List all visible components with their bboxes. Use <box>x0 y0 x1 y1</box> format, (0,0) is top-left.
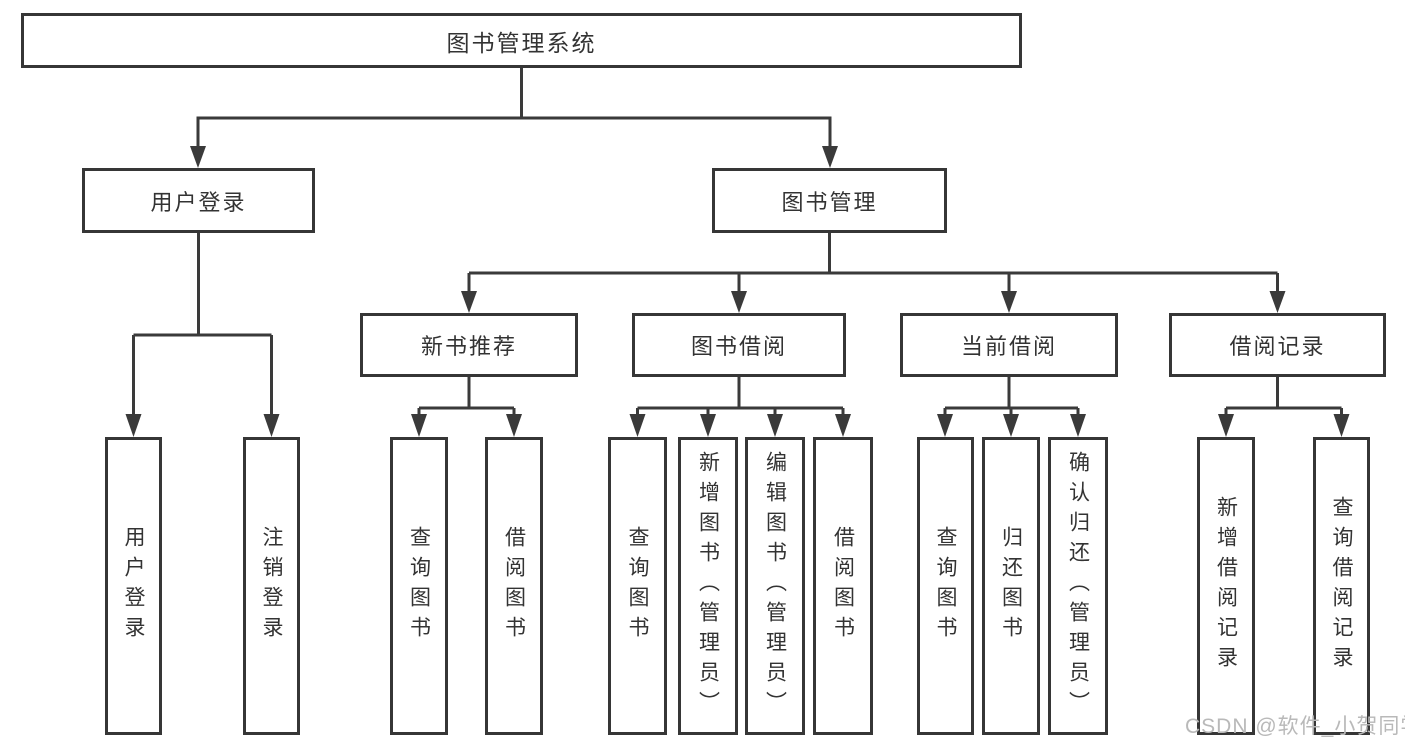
leaf-user-login-label: 用户登录 <box>122 526 145 646</box>
leaf-bb-borrow-book: 借阅图书 <box>813 437 873 735</box>
leaf-bb-add-book-admin-label: 新增图书（管理员） <box>696 451 720 721</box>
leaf-nb-query-book-label: 查询图书 <box>407 526 431 646</box>
leaf-cb-query-book: 查询图书 <box>917 437 974 735</box>
leaf-br-add-record: 新增借阅记录 <box>1197 437 1255 735</box>
leaf-br-add-record-label: 新增借阅记录 <box>1214 496 1238 676</box>
leaf-bb-query-book-label: 查询图书 <box>626 526 649 646</box>
leaf-bb-add-book-admin: 新增图书（管理员） <box>678 437 738 735</box>
leaf-br-query-record-label: 查询借阅记录 <box>1330 496 1353 676</box>
node-current-borrow: 当前借阅 <box>900 313 1118 377</box>
leaf-bb-edit-book-admin: 编辑图书（管理员） <box>745 437 805 735</box>
node-book-management: 图书管理 <box>712 168 947 233</box>
leaf-bb-query-book: 查询图书 <box>608 437 667 735</box>
leaf-cb-confirm-return-admin: 确认归还（管理员） <box>1048 437 1108 735</box>
leaf-cb-return-book: 归还图书 <box>982 437 1040 735</box>
leaf-nb-borrow-book-label: 借阅图书 <box>502 526 526 646</box>
node-library-management-system: 图书管理系统 <box>21 13 1022 68</box>
leaf-bb-borrow-book-label: 借阅图书 <box>831 526 855 646</box>
leaf-user-login: 用户登录 <box>105 437 162 735</box>
node-book-borrow: 图书借阅 <box>632 313 846 377</box>
leaf-nb-query-book: 查询图书 <box>390 437 448 735</box>
csdn-watermark: CSDN @软件_小贺同学 <box>1185 715 1405 738</box>
leaf-logout-label: 注销登录 <box>260 526 283 646</box>
node-borrow-records: 借阅记录 <box>1169 313 1386 377</box>
leaf-cb-query-book-label: 查询图书 <box>934 526 957 646</box>
leaf-br-query-record: 查询借阅记录 <box>1313 437 1370 735</box>
leaf-bb-edit-book-admin-label: 编辑图书（管理员） <box>763 451 787 721</box>
leaf-nb-borrow-book: 借阅图书 <box>485 437 543 735</box>
node-new-book-recommend: 新书推荐 <box>360 313 578 377</box>
leaf-cb-confirm-return-admin-label: 确认归还（管理员） <box>1066 451 1090 721</box>
leaf-logout: 注销登录 <box>243 437 300 735</box>
leaf-cb-return-book-label: 归还图书 <box>999 526 1023 646</box>
node-user-login: 用户登录 <box>82 168 315 233</box>
